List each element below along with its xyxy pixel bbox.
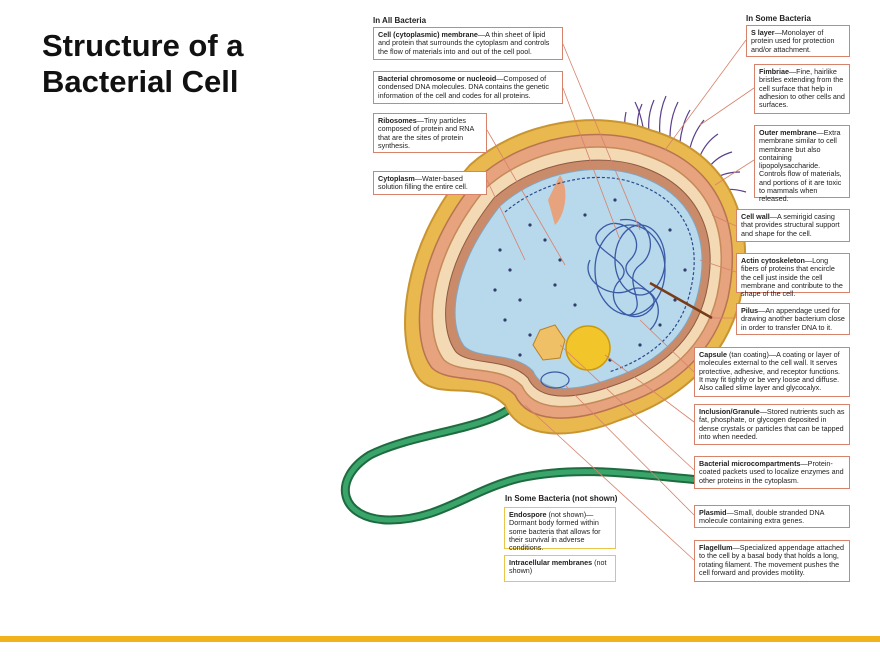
plasmid	[540, 371, 570, 389]
label-plasmid: Plasmid—Small, double stranded DNA molec…	[694, 505, 850, 528]
label-cell-wall: Cell wall—A semirigid casing that provid…	[736, 209, 850, 242]
label-ribosomes: Ribosomes—Tiny particles composed of pro…	[373, 113, 487, 153]
label-inclusion-granule: Inclusion/Granule—Stored nutrients such …	[694, 404, 850, 445]
footer-bar	[0, 636, 880, 642]
page-title: Structure of a Bacterial Cell	[42, 28, 244, 99]
label-flagellum: Flagellum—Specialized appendage attached…	[694, 540, 850, 582]
leader-lines	[486, 39, 755, 561]
nucleoid	[587, 218, 666, 331]
ribosomes	[493, 198, 687, 362]
label-cell-membrane: Cell (cytoplasmic) membrane—A thin sheet…	[373, 27, 563, 60]
section-some-bacteria: In Some Bacteria	[746, 14, 811, 23]
microcompartment	[532, 324, 566, 361]
label-intracellular-membranes: Intracellular membranes (not shown)	[504, 555, 616, 582]
label-actin-cytoskeleton: Actin cytoskeleton—Long fibers of protei…	[736, 253, 850, 298]
label-fimbriae: Fimbriae—Fine, hairlike bristles extendi…	[754, 64, 850, 114]
bacterial-cell-diagram	[340, 39, 755, 561]
label-chromosome: Bacterial chromosome or nucleoid—Compose…	[373, 71, 563, 104]
label-s-layer: S layer—Monolayer of protein used for pr…	[746, 25, 850, 57]
label-capsule: Capsule (tan coating)—A coating or layer…	[694, 347, 850, 397]
label-pilus: Pilus—An appendage used for drawing anot…	[736, 303, 850, 335]
label-outer-membrane: Outer membrane—Extra membrane similar to…	[754, 125, 850, 203]
label-microcompartments: Bacterial microcompartments—Protein-coat…	[694, 456, 850, 489]
label-endospore: Endospore (not shown)—Dormant body forme…	[504, 507, 616, 552]
inclusion-granule	[565, 325, 611, 371]
pilus	[649, 281, 713, 320]
actin-cytoskeleton	[504, 176, 695, 373]
section-some-bacteria-not-shown: In Some Bacteria (not shown)	[505, 494, 618, 503]
label-cytoplasm: Cytoplasm—Water-based solution filling t…	[373, 171, 487, 195]
section-all-bacteria: In All Bacteria	[373, 16, 427, 25]
